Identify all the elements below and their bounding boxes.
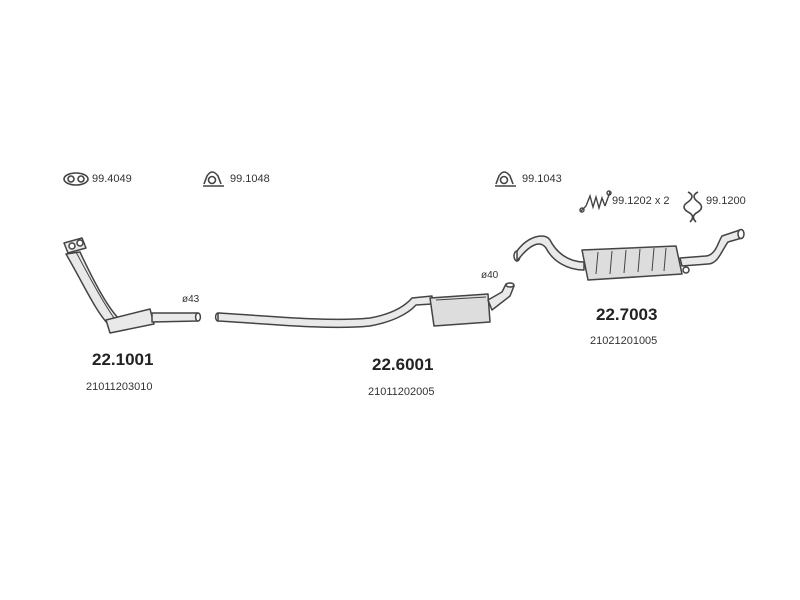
gasket-ring-icon	[63, 172, 89, 186]
front-pipe-22-1001	[63, 237, 202, 334]
diameter-label-43: ø43	[182, 294, 200, 305]
rear-silencer-22-7003	[513, 228, 745, 281]
middle-pipe-22-6001	[214, 282, 515, 329]
rubber-hanger-icon	[683, 191, 703, 223]
accessory-code-99-1048: 99.1048	[230, 173, 270, 185]
accessory-code-99-1043: 99.1043	[522, 173, 562, 185]
spring-icon	[579, 190, 612, 213]
accessory-code-99-1202: 99.1202 x 2	[612, 195, 670, 207]
accessory-code-99-1200: 99.1200	[706, 195, 746, 207]
oem-number-22-6001: 21011202005	[368, 386, 435, 398]
pipe-clamp-icon	[495, 171, 516, 187]
accessory-code-99-4049: 99.4049	[92, 173, 132, 185]
pipe-clamp-icon	[203, 171, 224, 187]
diameter-label-40: ø40	[481, 270, 499, 281]
part-number-22-6001: 22.6001	[372, 355, 434, 374]
oem-number-22-1001: 21011203010	[86, 381, 153, 393]
part-number-22-7003: 22.7003	[596, 305, 658, 324]
part-number-22-1001: 22.1001	[92, 350, 154, 369]
oem-number-22-7003: 21021201005	[590, 335, 658, 347]
